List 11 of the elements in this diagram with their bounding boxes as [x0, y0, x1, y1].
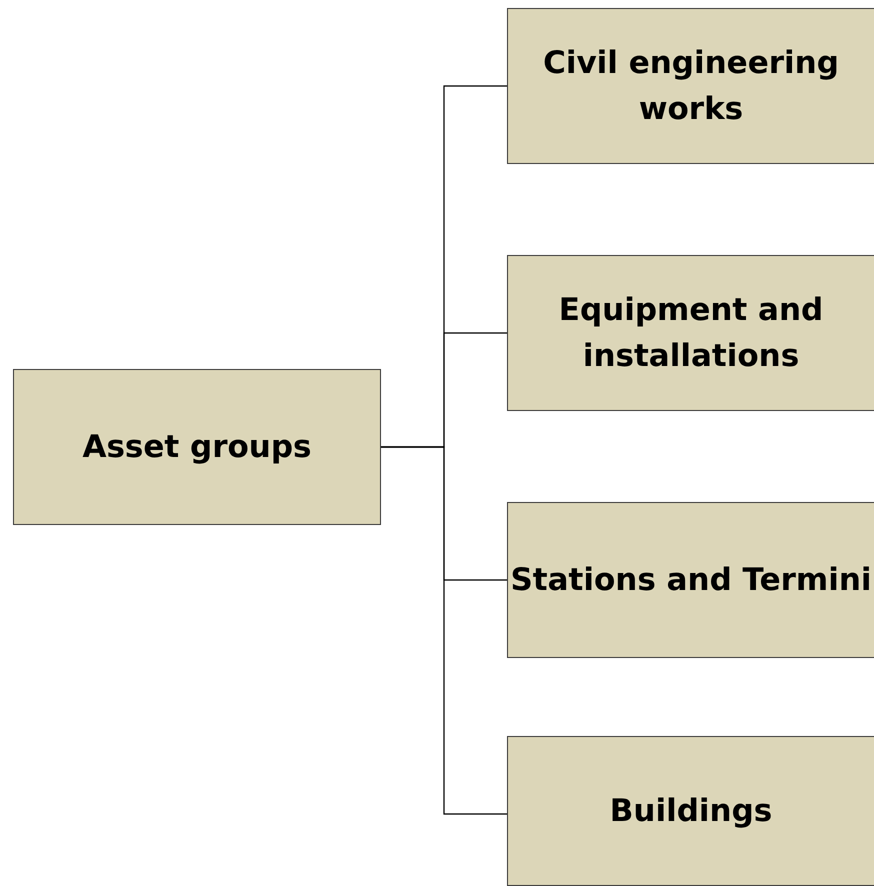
box-label: Equipment and installations — [558, 290, 824, 376]
box-label: Buildings — [610, 792, 772, 831]
category-box — [507, 736, 874, 886]
box-label: Stations and Termini — [510, 560, 872, 600]
box-label: Civil engineering works — [542, 44, 840, 129]
box-label: Asset groups — [82, 428, 312, 467]
connector-line — [381, 446, 507, 815]
category-box — [507, 8, 874, 164]
category-box — [507, 502, 874, 658]
category-box — [13, 369, 381, 525]
category-box — [507, 255, 874, 411]
